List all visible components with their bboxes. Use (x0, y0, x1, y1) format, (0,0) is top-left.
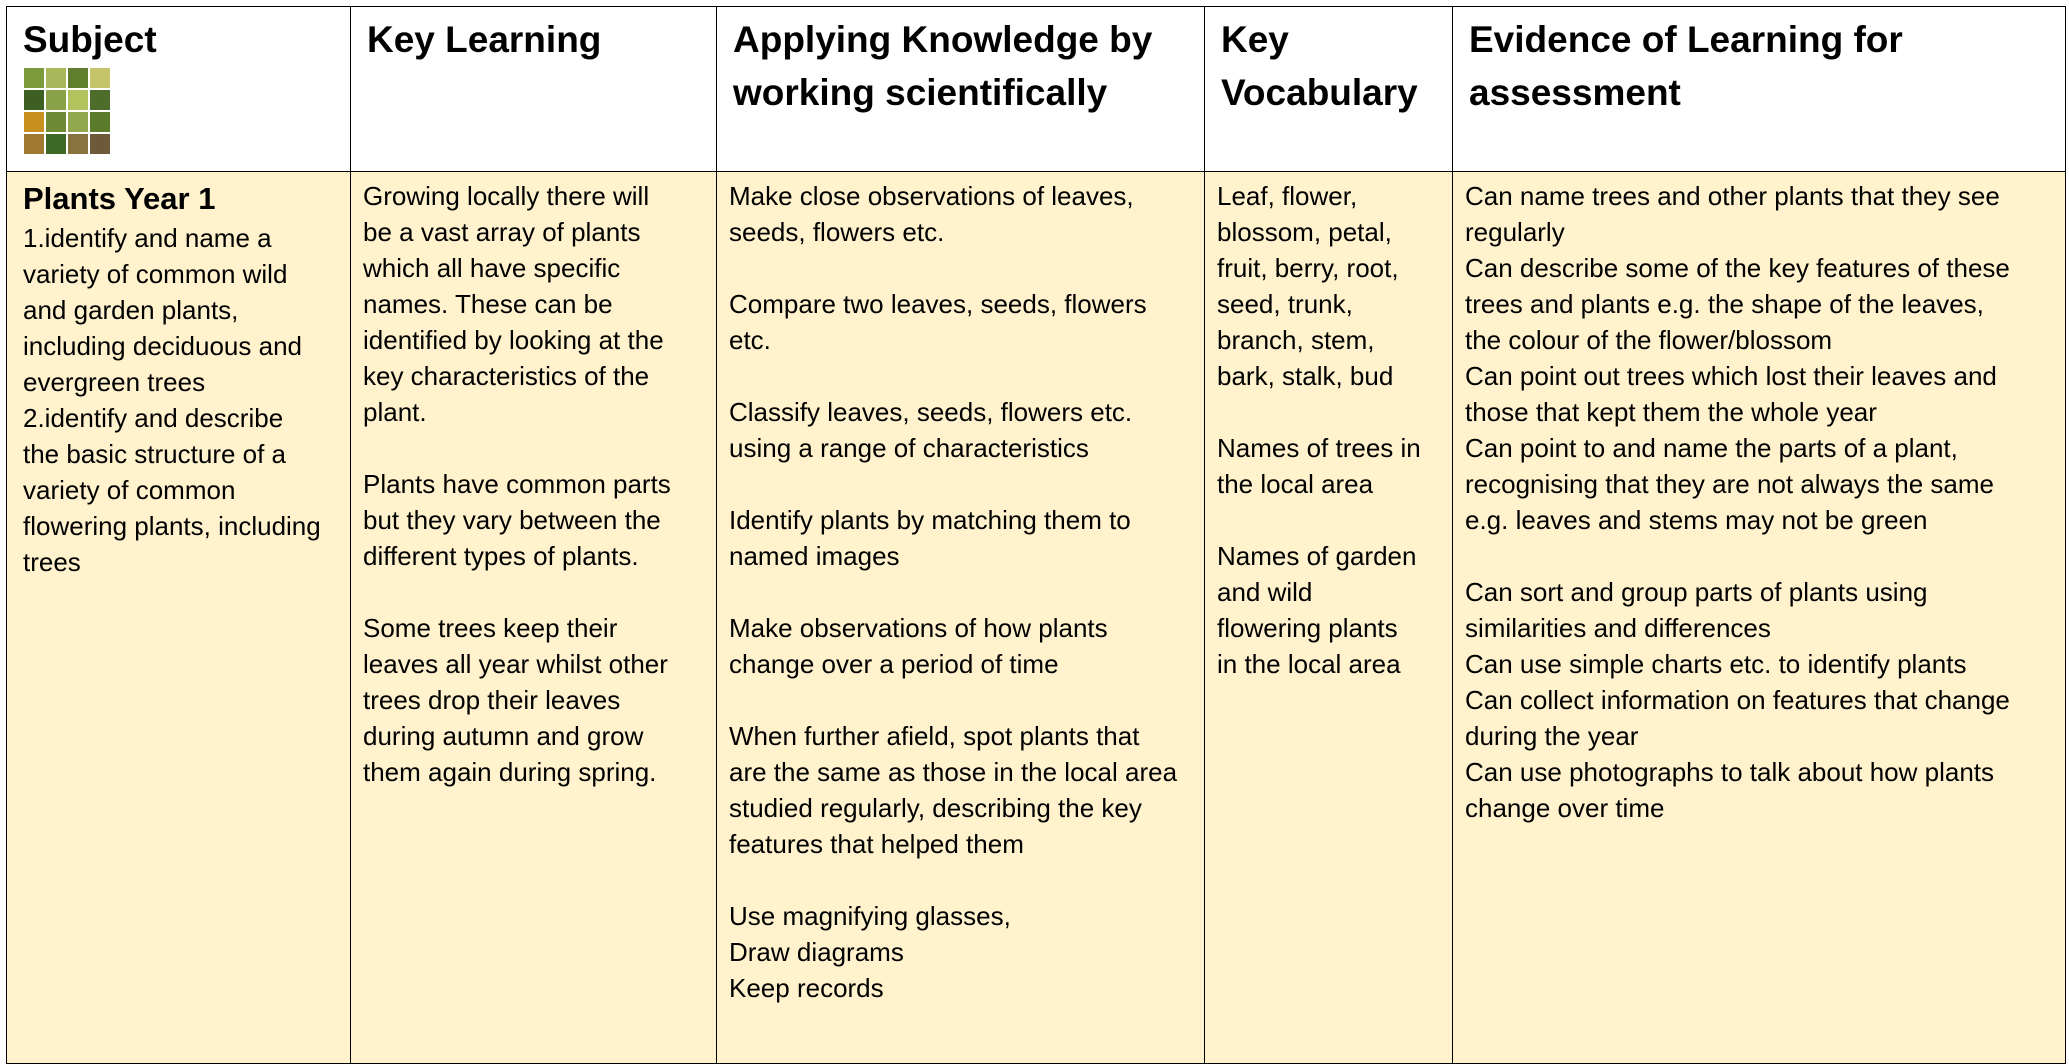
content-row: Plants Year 1 1.identify and name a vari… (6, 171, 2066, 1064)
applying-cell: Make close observations of leaves, seeds… (716, 171, 1205, 1064)
key-vocabulary-text: Leaf, flower, blossom, petal, fruit, ber… (1217, 181, 1421, 679)
plant-thumbnail-tile (68, 134, 88, 154)
applying-knowledge-header: Applying Knowledge by working scientific… (733, 19, 1153, 113)
subject-title: Plants Year 1 (23, 181, 216, 216)
plant-thumbnail-tile (90, 134, 110, 154)
plant-thumbnail-tile (90, 68, 110, 88)
plant-thumbnail-tile (90, 112, 110, 132)
plant-thumbnail-tile (24, 68, 44, 88)
key-vocabulary-header: Key Vocabulary (1221, 19, 1418, 113)
subject-cell: Plants Year 1 1.identify and name a vari… (6, 171, 351, 1064)
evidence-cell: Can name trees and other plants that the… (1452, 171, 2066, 1064)
subject-header-cell: Subject (6, 6, 351, 172)
plant-thumbnail-tile (68, 68, 88, 88)
plant-thumbnail-tile (46, 90, 66, 110)
plant-thumbnails-image (24, 68, 350, 154)
evidence-header: Evidence of Learning for assessment (1469, 19, 1903, 113)
curriculum-table: Subject Key Learning Applying Knowledge … (6, 6, 2066, 1064)
applying-knowledge-text: Make close observations of leaves, seeds… (729, 181, 1178, 1003)
evidence-text: Can name trees and other plants that the… (1465, 181, 2010, 823)
subject-header: Subject (23, 19, 157, 60)
plant-thumbnail-tile (24, 112, 44, 132)
key-learning-header: Key Learning (367, 19, 602, 60)
vocabulary-cell: Leaf, flower, blossom, petal, fruit, ber… (1204, 171, 1453, 1064)
plant-thumbnail-tile (46, 68, 66, 88)
key-learning-text: Growing locally there will be a vast arr… (363, 181, 671, 787)
key-learning-cell: Growing locally there will be a vast arr… (350, 171, 717, 1064)
plant-thumbnail-tile (68, 90, 88, 110)
header-row: Subject Key Learning Applying Knowledge … (6, 6, 2066, 172)
subject-objectives: 1.identify and name a variety of common … (23, 223, 321, 577)
plant-thumbnail-tile (68, 112, 88, 132)
evidence-header-cell: Evidence of Learning for assessment (1452, 6, 2066, 172)
vocabulary-header-cell: Key Vocabulary (1204, 6, 1453, 172)
plant-thumbnail-tile (46, 134, 66, 154)
plant-thumbnail-tile (90, 90, 110, 110)
plant-thumbnail-tile (24, 134, 44, 154)
applying-header-cell: Applying Knowledge by working scientific… (716, 6, 1205, 172)
key-learning-header-cell: Key Learning (350, 6, 717, 172)
plant-thumbnail-tile (24, 90, 44, 110)
plant-thumbnail-tile (46, 112, 66, 132)
